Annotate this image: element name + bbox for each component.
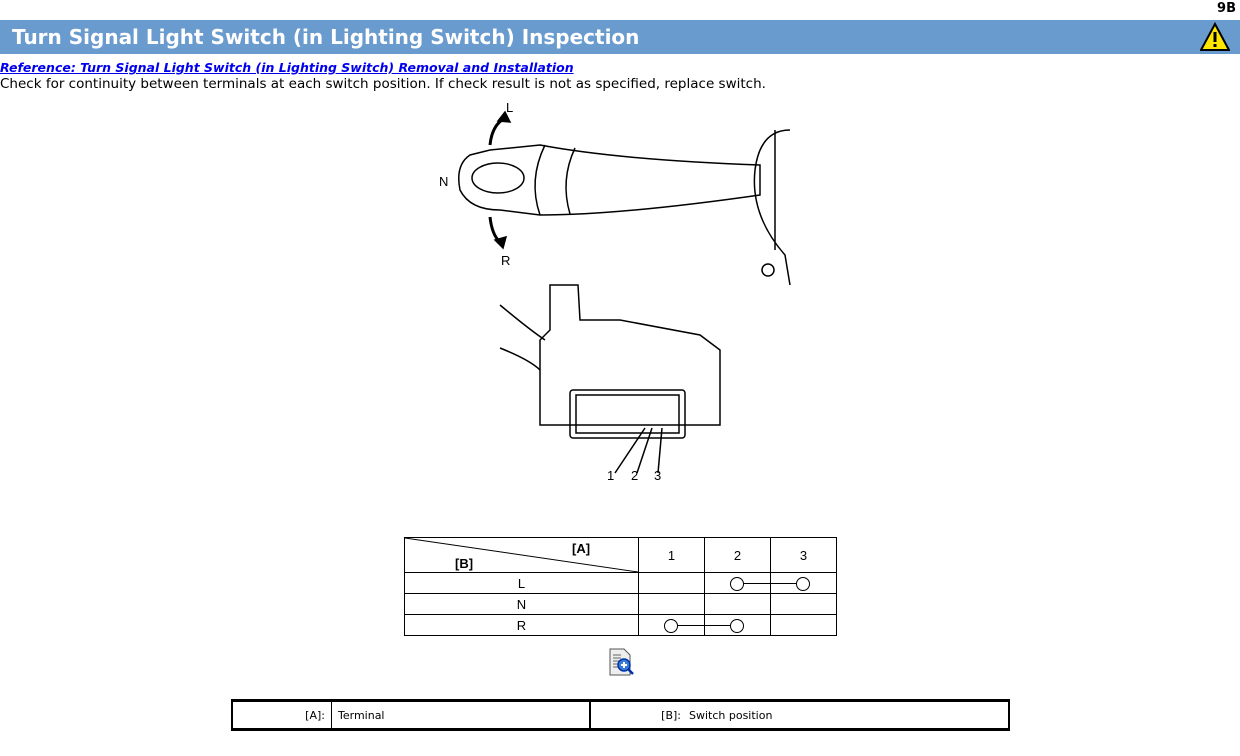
column-header: 2 <box>704 537 771 573</box>
position-l-label: L <box>506 100 513 115</box>
table-corner: [A] [B] <box>404 537 639 573</box>
table-row: L <box>404 572 837 594</box>
warning-icon <box>1200 22 1230 51</box>
terminal-2-label: 2 <box>631 468 638 483</box>
zoom-document-icon[interactable] <box>608 647 636 677</box>
table-row: R <box>404 614 837 636</box>
title-text: Turn Signal Light Switch (in Lighting Sw… <box>12 25 640 49</box>
row-label: R <box>404 614 639 636</box>
continuity-table: [A] [B] 1 2 3 L N R <box>404 537 837 636</box>
row-label: L <box>404 572 639 594</box>
corner-a-label: [A] <box>572 541 591 556</box>
page-code: 9B <box>1217 1 1236 16</box>
position-n-label: N <box>439 174 448 189</box>
continuity-cell <box>770 572 837 594</box>
continuity-cell <box>704 614 771 636</box>
terminal-3-label: 3 <box>654 468 661 483</box>
legend-key: [B]: <box>590 699 689 731</box>
terminal-1-label: 1 <box>607 468 614 483</box>
continuity-cell <box>704 572 771 594</box>
position-r-label: R <box>501 253 510 268</box>
legend-table: [A]: Terminal [B]: Switch position <box>231 699 1010 731</box>
column-header: 1 <box>638 537 705 573</box>
reference-link[interactable]: Reference: Turn Signal Light Switch (in … <box>0 60 574 75</box>
table-row: N <box>404 593 837 615</box>
legend-value: Terminal <box>331 699 591 731</box>
instruction-text: Check for continuity between terminals a… <box>0 76 766 92</box>
page-title: Turn Signal Light Switch (in Lighting Sw… <box>0 20 1240 54</box>
legend-value: Switch position <box>689 699 1010 731</box>
row-label: N <box>404 593 639 615</box>
corner-b-label: [B] <box>455 556 474 571</box>
column-header: 3 <box>770 537 837 573</box>
legend-key: [A]: <box>231 699 332 731</box>
continuity-cell <box>638 614 705 636</box>
switch-illustration: L N R 1 2 3 <box>439 100 791 483</box>
